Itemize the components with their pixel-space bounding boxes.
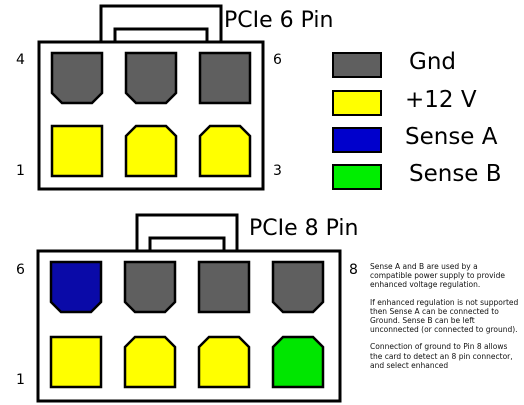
connector-8pin — [36, 213, 342, 403]
connector-6pin-pins — [50, 51, 252, 178]
connector-8pin-pins — [49, 260, 325, 389]
pin8-top-3-gnd — [197, 260, 251, 314]
sense-notes: Sense A and B are used by a compatible p… — [370, 262, 520, 405]
pin6-bottom-1-12v — [50, 124, 104, 178]
pin-label-8pin-top-right: 8 — [349, 262, 358, 278]
legend-swatch-gnd — [332, 52, 382, 78]
pin6-top-3-gnd — [198, 51, 252, 105]
pin8-bottom-2-12v — [123, 335, 177, 389]
pin-label-6pin-top-left: 4 — [16, 52, 25, 68]
legend-swatch-12v — [332, 90, 382, 116]
pin-label-6pin-bottom-right: 3 — [273, 163, 282, 179]
pin-label-8pin-top-left: 6 — [16, 262, 25, 278]
legend-label-12v: +12 V — [405, 87, 477, 113]
note-paragraph-1: Sense A and B are used by a compatible p… — [370, 262, 505, 290]
legend-label-sense-b: Sense B — [409, 161, 502, 187]
pin8-bottom-4-sense-b — [271, 335, 325, 389]
pin8-bottom-1-12v — [49, 335, 103, 389]
pin-label-6pin-bottom-left: 1 — [16, 163, 25, 179]
pin-label-6pin-top-right: 6 — [273, 52, 282, 68]
pin-label-8pin-bottom-left: 1 — [16, 372, 25, 388]
connector-8pin-title: PCIe 8 Pin — [249, 216, 359, 241]
pin8-bottom-3-12v — [197, 335, 251, 389]
pin6-bottom-3-12v — [198, 124, 252, 178]
note-paragraph-2: If enhanced regulation is not supported … — [370, 297, 519, 335]
legend — [332, 52, 382, 190]
legend-swatch-sense-a — [332, 127, 382, 153]
connector-6pin-title: PCIe 6 Pin — [224, 8, 334, 33]
pin8-top-2-gnd — [123, 260, 177, 314]
pin8-top-4-gnd — [271, 260, 325, 314]
note-paragraph-3: Connection of ground to Pin 8 allows the… — [370, 342, 513, 370]
pin8-top-1-sense-a — [49, 260, 103, 314]
legend-label-sense-a: Sense A — [405, 124, 498, 150]
legend-label-gnd: Gnd — [409, 49, 456, 75]
pin6-bottom-2-12v — [124, 124, 178, 178]
pin6-top-1-gnd — [50, 51, 104, 105]
connector-6pin — [37, 4, 265, 191]
pin6-top-2-gnd — [124, 51, 178, 105]
legend-swatch-sense-b — [332, 164, 382, 190]
